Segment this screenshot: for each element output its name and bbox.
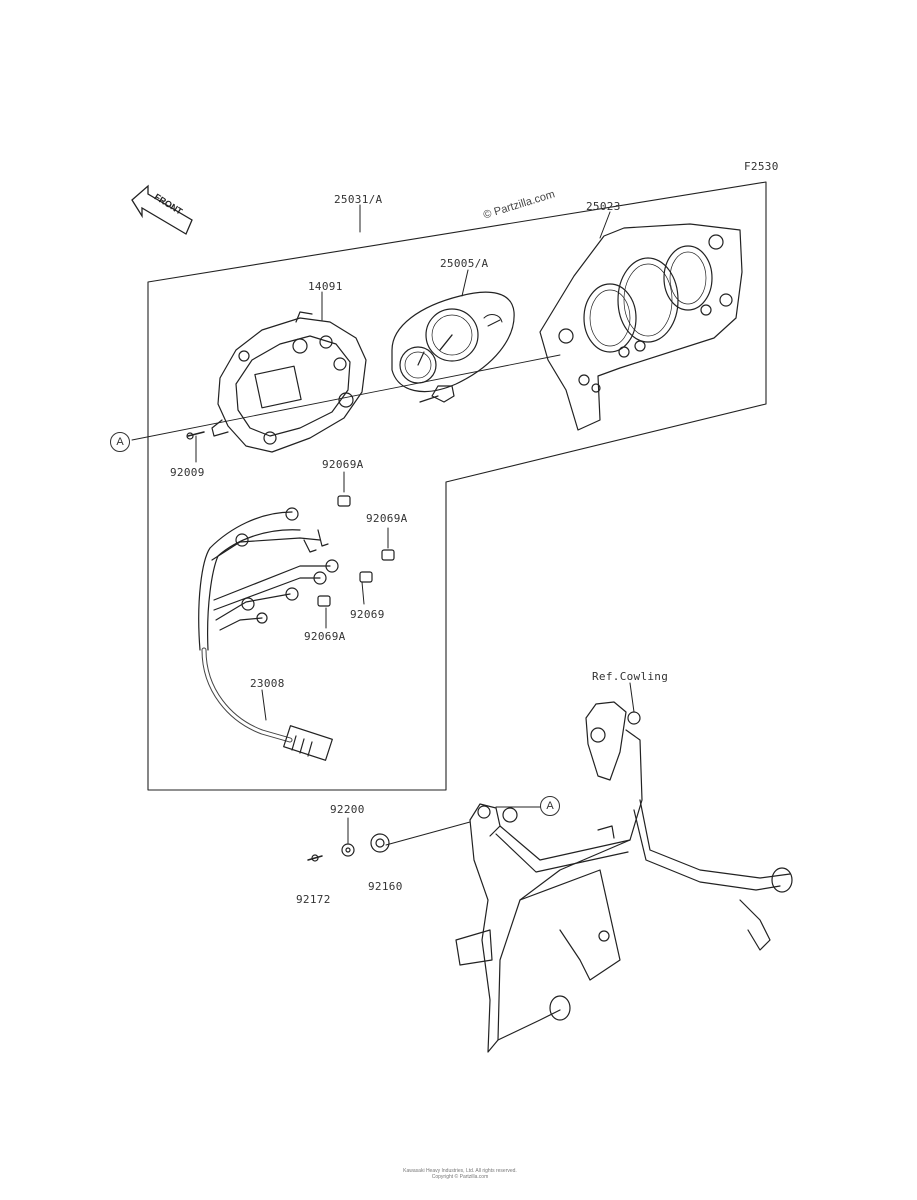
wiring-harness-23008 xyxy=(198,507,339,761)
label-92009: 92009 xyxy=(170,466,205,479)
screw-92009 xyxy=(186,431,205,440)
figure-code: F2530 xyxy=(744,160,779,173)
label-23008: 23008 xyxy=(250,677,285,690)
ref-mark-a-right: A xyxy=(540,796,560,816)
footer-line-2: Copyright © Partzilla.com xyxy=(431,1174,489,1180)
label-92069A-1: 92069A xyxy=(322,458,364,471)
label-92172: 92172 xyxy=(296,893,331,906)
label-25031: 25031/A xyxy=(334,193,383,206)
label-92200: 92200 xyxy=(330,803,365,816)
label-25023: 25023 xyxy=(586,200,621,213)
label-92160: 92160 xyxy=(368,880,403,893)
meter-cover-25023 xyxy=(539,223,743,431)
label-ref-cowling: Ref.Cowling xyxy=(592,670,669,683)
washer-92200 xyxy=(341,843,355,857)
assembly-outline xyxy=(147,181,767,791)
front-direction-arrow: FRONT xyxy=(131,184,193,235)
footer-line-1: Kawasaki Heavy Industries, Ltd. All righ… xyxy=(403,1168,517,1174)
meter-unit-25005 xyxy=(391,291,515,403)
bulbs-92069 xyxy=(317,495,395,607)
ref-mark-a-left: A xyxy=(110,432,130,452)
bolt-92172 xyxy=(307,854,323,862)
meter-bracket xyxy=(455,701,793,1053)
grommet-92160 xyxy=(370,833,390,853)
label-92069A-2: 92069A xyxy=(366,512,408,525)
label-92069: 92069 xyxy=(350,608,385,621)
label-14091: 14091 xyxy=(308,280,343,293)
meter-case-14091 xyxy=(211,311,367,453)
footer-copyright: Kawasaki Heavy Industries, Ltd. All righ… xyxy=(330,1168,590,1180)
label-25005: 25005/A xyxy=(440,257,489,270)
label-92069A-3: 92069A xyxy=(304,630,346,643)
